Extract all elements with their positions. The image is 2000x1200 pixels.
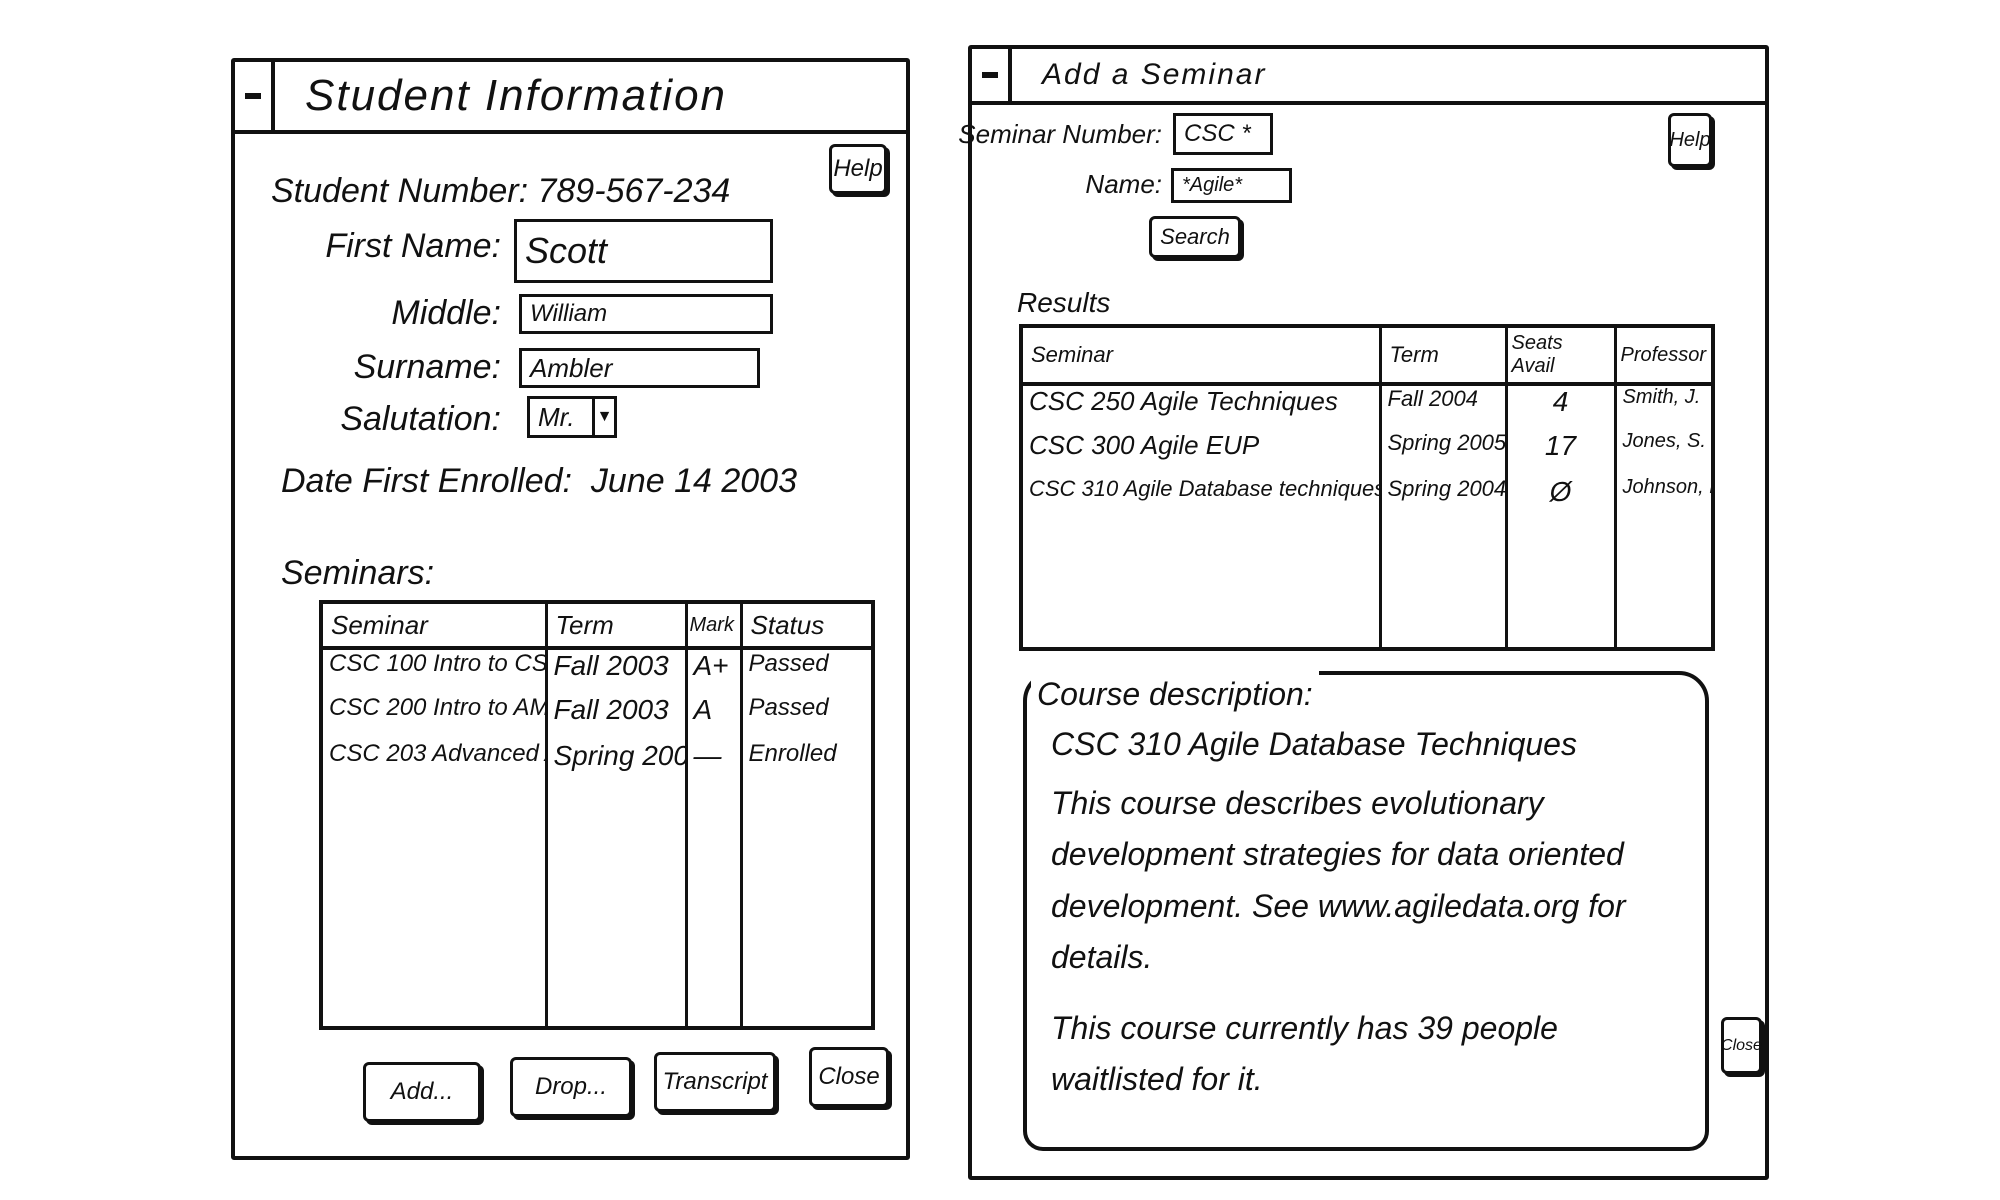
table-row[interactable]: CSC 100 Intro to CS Fall 2003 A+ Passed [319, 648, 875, 694]
transcript-button[interactable]: Transcript [654, 1052, 776, 1112]
column-header-status[interactable]: Status [739, 600, 875, 650]
salutation-value: Mr. [538, 401, 575, 432]
cell-seats: 4 [1504, 384, 1617, 430]
waitlist-text: This course currently has 39 people wait… [1051, 1009, 1558, 1098]
table-row[interactable]: CSC 200 Intro to AM Fall 2003 A Passed [319, 694, 875, 740]
minimize-icon [982, 72, 998, 78]
cell-professor: Smith, J. [1613, 384, 1715, 430]
cell-professor: Jones, S. [1613, 430, 1715, 476]
cell-mark: A [684, 694, 743, 740]
surname-label: Surname: [353, 348, 501, 386]
add-seminar-window: Add a Seminar Help Seminar Number: CSC *… [958, 45, 1769, 1180]
cell-seats: 17 [1504, 430, 1617, 476]
table-empty-area [319, 786, 875, 1028]
cell-term: Spring 2005 [1378, 430, 1508, 476]
column-header-seminar[interactable]: Seminar [1019, 324, 1382, 386]
help-button[interactable]: Help [1668, 113, 1712, 167]
table-row[interactable]: CSC 203 Advanced AM Spring 2004 — Enroll… [319, 740, 875, 786]
cell-status: Passed [739, 694, 875, 740]
minimize-icon [245, 93, 261, 99]
name-input[interactable]: *Agile* [1171, 168, 1292, 203]
cell-seats: Ø [1504, 476, 1617, 522]
seminar-number-label: Seminar Number: [958, 119, 1162, 149]
add-button[interactable]: Add... [363, 1062, 481, 1122]
cell-mark: A+ [684, 648, 743, 694]
cell-term: Spring 2004 [544, 740, 688, 786]
minimize-button[interactable] [235, 62, 275, 130]
cell-mark: — [684, 740, 743, 786]
column-header-seminar[interactable]: Seminar [319, 600, 548, 650]
cell-term: Fall 2003 [544, 648, 688, 694]
salutation-label: Salutation: [340, 400, 501, 438]
column-header-term[interactable]: Term [544, 600, 688, 650]
title-bar: Student Information [235, 62, 906, 134]
results-table: Seminar Term Seats Avail Professor CSC 2… [1019, 324, 1715, 651]
column-header-seats-avail[interactable]: Seats Avail [1504, 324, 1617, 386]
table-row[interactable]: CSC 310 Agile Database techniques Spring… [1019, 476, 1715, 522]
cell-professor: Johnson, M. [1613, 476, 1715, 522]
window-title: Student Information [305, 71, 728, 120]
table-row[interactable]: CSC 250 Agile Techniques Fall 2004 4 Smi… [1019, 384, 1715, 430]
student-number-label-text: Student Number: [271, 172, 529, 210]
window-title: Add a Seminar [1042, 58, 1267, 91]
date-enrolled: Date First Enrolled: June 14 2003 [281, 462, 797, 501]
table-empty-area [1019, 522, 1715, 649]
first-name-input[interactable]: Scott [514, 219, 773, 283]
title-bar: Add a Seminar [972, 49, 1765, 105]
drop-button[interactable]: Drop... [510, 1057, 632, 1117]
cell-seminar: CSC 100 Intro to CS [319, 648, 548, 694]
surname-input[interactable]: Ambler [519, 348, 760, 388]
name-label: Name: [1085, 169, 1162, 199]
cell-seminar: CSC 200 Intro to AM [319, 694, 548, 740]
minimize-button[interactable] [972, 49, 1012, 101]
cell-term: Fall 2004 [1378, 384, 1508, 430]
course-description-label: Course description: [1031, 669, 1319, 721]
table-header: Seminar Term Seats Avail Professor [1019, 324, 1715, 386]
dropdown-arrow-icon[interactable]: ▼ [592, 399, 614, 435]
results-label: Results [1017, 287, 1111, 318]
cell-status: Enrolled [739, 740, 875, 786]
search-button[interactable]: Search [1149, 216, 1241, 258]
date-enrolled-value: June 14 2003 [590, 462, 797, 500]
table-header: Seminar Term Mark Status [319, 600, 875, 650]
column-header-professor[interactable]: Professor [1613, 324, 1715, 386]
cell-seminar: CSC 300 Agile EUP [1019, 430, 1382, 476]
seminars-label: Seminars: [281, 554, 435, 592]
cell-term: Fall 2003 [544, 694, 688, 740]
student-number-value: 789-567-234 [537, 172, 731, 210]
student-information-window: Student Information Help Student Number:… [231, 58, 910, 1160]
close-button[interactable]: Close [1721, 1017, 1762, 1074]
cell-seminar: CSC 250 Agile Techniques [1019, 384, 1382, 430]
cell-seminar: CSC 310 Agile Database techniques [1019, 476, 1382, 522]
salutation-select[interactable]: Mr. ▼ [527, 396, 617, 438]
close-button[interactable]: Close [809, 1047, 889, 1107]
course-text: This course describes evolutionary devel… [1051, 785, 1626, 975]
middle-label: Middle: [391, 294, 501, 332]
course-description-panel: Course description: CSC 310 Agile Databa… [1023, 669, 1709, 1151]
column-header-mark[interactable]: Mark [684, 600, 743, 650]
student-number-label: Student Number: 789-567-234 [271, 172, 730, 211]
date-enrolled-label: Date First Enrolled: [281, 462, 572, 500]
table-row[interactable]: CSC 300 Agile EUP Spring 2005 17 Jones, … [1019, 430, 1715, 476]
column-header-term[interactable]: Term [1378, 324, 1508, 386]
seminars-table: Seminar Term Mark Status CSC 100 Intro t… [319, 600, 875, 1030]
first-name-label: First Name: [325, 227, 501, 265]
middle-name-input[interactable]: William [519, 294, 773, 334]
seminar-number-input[interactable]: CSC * [1173, 113, 1273, 155]
cell-term: Spring 2004 [1378, 476, 1508, 522]
course-title: CSC 310 Agile Database Techniques [1051, 726, 1577, 762]
cell-seminar: CSC 203 Advanced AM [319, 740, 548, 786]
cell-status: Passed [739, 648, 875, 694]
help-button[interactable]: Help [829, 144, 887, 194]
